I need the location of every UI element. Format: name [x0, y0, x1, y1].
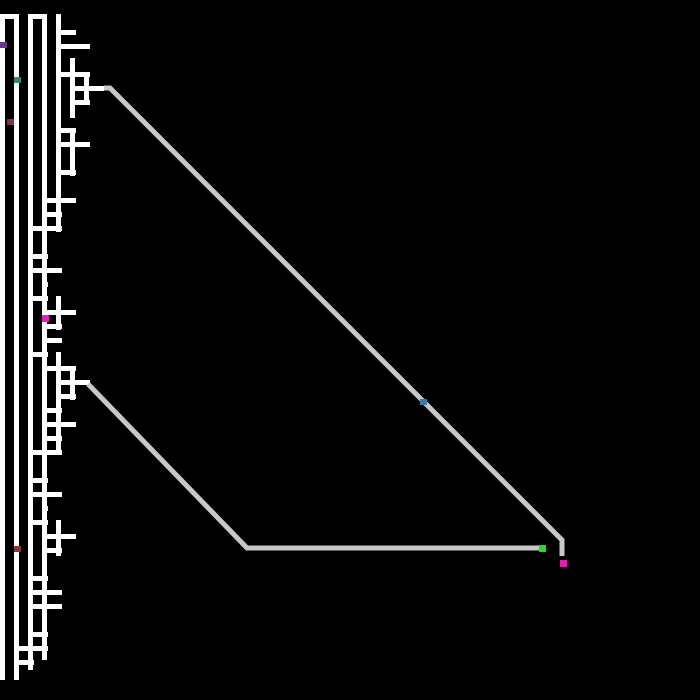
maze-rail — [0, 14, 5, 680]
maze-branch — [28, 632, 48, 637]
maze-branch — [42, 436, 62, 441]
traced-paths — [86, 85, 565, 556]
maze-branch — [70, 366, 75, 400]
maze-cap — [28, 14, 47, 19]
maze-rail — [28, 14, 33, 670]
path-upper-diagonal — [104, 85, 565, 556]
marker-purple — [0, 42, 7, 48]
maze-branch — [56, 30, 76, 35]
maze-branch — [56, 44, 90, 49]
maze-branch — [28, 352, 48, 357]
maze-branch — [70, 58, 75, 118]
maze-branch — [14, 646, 48, 651]
maze-rail — [14, 14, 19, 680]
maze-branch — [56, 352, 61, 450]
maze-branch — [56, 394, 76, 399]
maze-branch — [14, 660, 34, 665]
marker-red-brown — [14, 546, 21, 552]
maze-branch — [28, 226, 62, 231]
maze-branch — [42, 338, 62, 343]
maze-branch — [28, 268, 62, 273]
maze-rail — [56, 14, 61, 232]
marker-magenta-a — [42, 315, 49, 322]
maze-branch — [70, 128, 75, 176]
maze-branch — [28, 254, 48, 259]
maze-branch — [56, 296, 61, 330]
marker-green — [539, 545, 546, 552]
maze-branch — [28, 590, 62, 595]
marker-magenta-b — [560, 560, 567, 567]
maze-branch — [28, 604, 62, 609]
marker-maroon — [7, 119, 14, 125]
maze-branch — [28, 478, 48, 483]
marker-teal — [14, 77, 21, 83]
maze-branch — [42, 212, 62, 217]
maze-branch — [56, 520, 61, 556]
maze-walls — [0, 14, 104, 680]
maze-branch — [42, 408, 62, 413]
maze-rail — [42, 14, 47, 660]
maze-branch — [28, 576, 48, 581]
maze-branch — [56, 128, 76, 133]
maze-branch — [28, 520, 48, 525]
colored-markers — [0, 42, 567, 567]
maze-branch — [70, 100, 90, 105]
maze-branch — [28, 450, 62, 455]
maze-branch — [42, 282, 48, 287]
maze-branch — [28, 492, 62, 497]
maze-branch — [56, 180, 61, 232]
path-lower-route — [86, 382, 544, 551]
maze-cap — [0, 14, 19, 19]
marker-blue — [420, 399, 427, 405]
maze-branch — [28, 296, 48, 301]
maze-branch — [42, 324, 62, 329]
maze-branch — [42, 506, 48, 511]
maze-branch — [56, 170, 76, 175]
maze-branch — [42, 548, 62, 553]
maze-branch — [84, 72, 89, 100]
